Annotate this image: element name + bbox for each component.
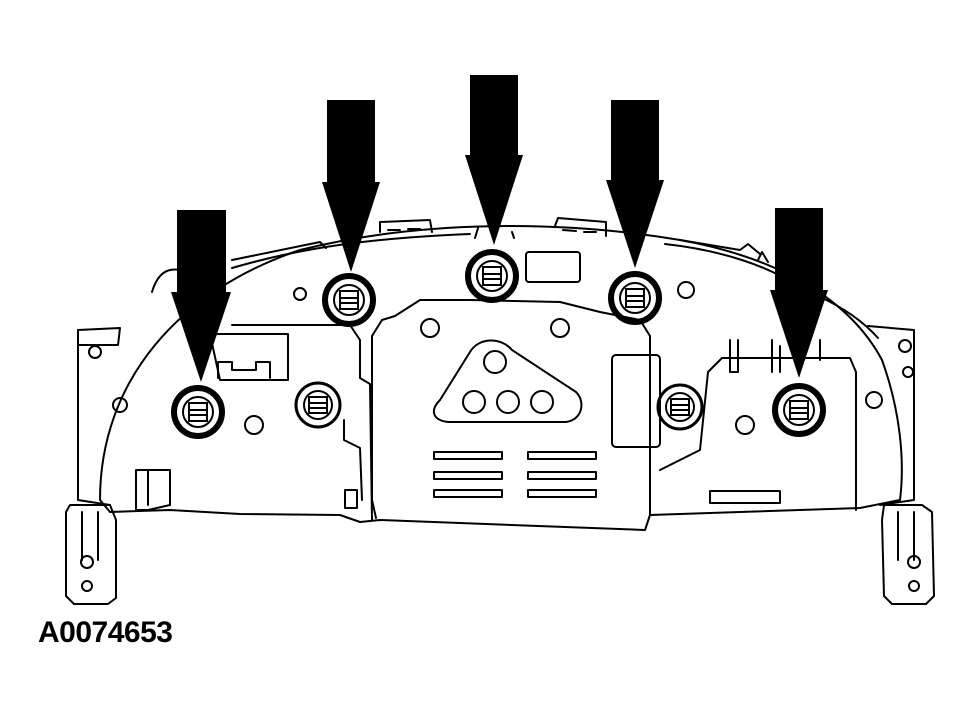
arrow-5 <box>770 208 828 378</box>
bulb-socket-4 <box>608 271 662 325</box>
bulb-socket-6 <box>294 381 342 429</box>
right-mounting-bracket <box>867 325 935 605</box>
arrow-2 <box>322 100 380 272</box>
bulb-socket-2 <box>322 273 376 327</box>
bulb-socket-5 <box>772 383 826 437</box>
figure-id-label: A0074653 <box>38 616 173 649</box>
left-mounting-bracket <box>65 327 121 605</box>
bulb-socket-3 <box>465 249 519 303</box>
bulb-socket-7 <box>656 383 704 431</box>
arrow-4 <box>606 100 664 268</box>
arrow-3 <box>465 75 523 245</box>
arrow-1 <box>171 210 231 382</box>
bulb-socket-1 <box>171 385 225 439</box>
left-gauge-region <box>112 287 440 521</box>
